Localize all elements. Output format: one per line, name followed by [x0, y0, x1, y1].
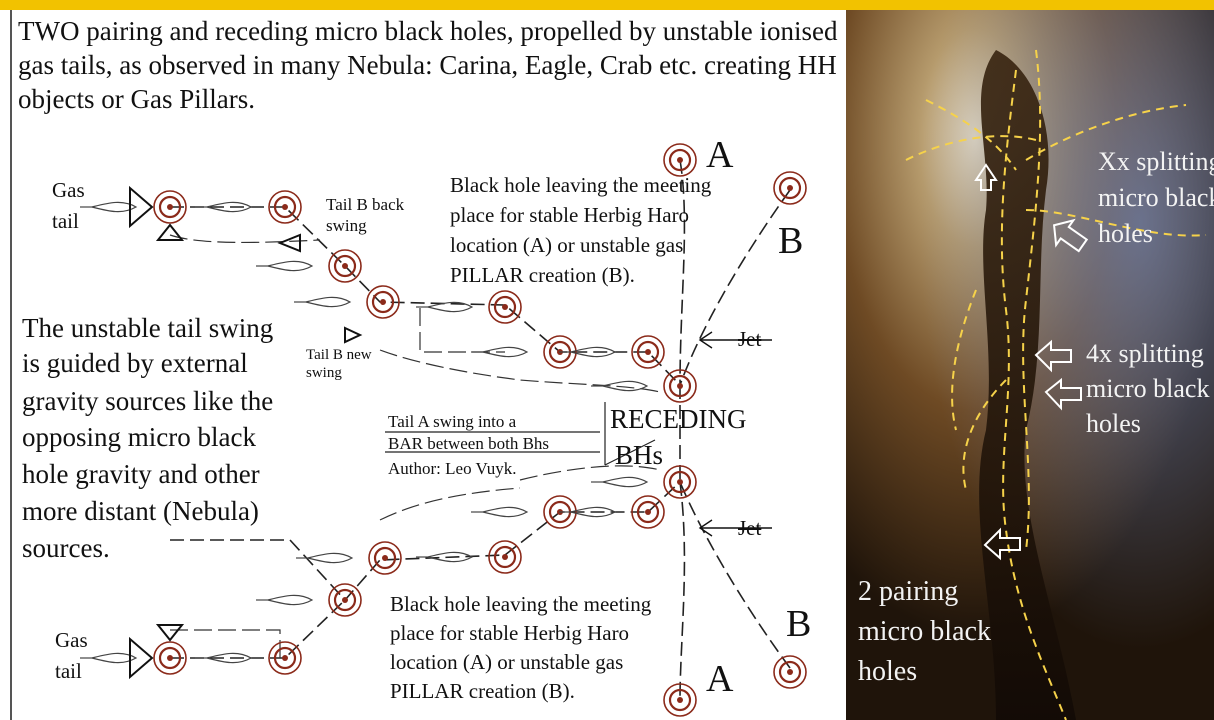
gas-tail-top-label: Gas: [52, 178, 85, 202]
black-hole: [367, 540, 403, 576]
note-top-line: PILLAR creation (B).: [450, 263, 635, 287]
photo-label-pairing: holes: [858, 656, 918, 687]
note-bottom-line: location (A) or unstable gas: [390, 650, 624, 674]
receding-label: RECEDING: [610, 404, 747, 434]
note-left-line: sources.: [22, 533, 110, 563]
photo-label-xx: micro black: [1098, 183, 1214, 212]
jet-arrows: [698, 331, 772, 537]
jet-label: Jet: [738, 327, 762, 351]
note-left-line: opposing micro black: [22, 422, 256, 452]
photo-label-pairing: micro black: [858, 616, 991, 647]
letter-b-bottom: B: [786, 603, 812, 645]
note-left-line: hole gravity and other: [22, 459, 260, 489]
black-hole: [772, 170, 808, 206]
note-bottom-line: Black hole leaving the meeting: [390, 592, 652, 616]
note-top-line: Black hole leaving the meeting: [450, 173, 712, 197]
tail-b-back-label: swing: [326, 216, 367, 235]
note-bottom-line: PILLAR creation (B).: [390, 679, 575, 703]
black-hole: [487, 289, 523, 325]
gas-tail-top-label: tail: [52, 209, 79, 233]
diagram-panel: [12, 10, 844, 720]
tail-a-label: BAR between both Bhs: [388, 434, 550, 453]
tail-b-new-label: Tail B new: [306, 347, 372, 363]
note-left-line: more distant (Nebula): [22, 496, 259, 526]
photo-label-pairing: 2 pairing: [858, 576, 959, 607]
left-border: [0, 10, 12, 720]
note-top-line: place for stable Herbig Haro: [450, 203, 690, 227]
note-left-line: gravity sources like the: [22, 386, 274, 416]
gas-tail-markers: [129, 185, 363, 680]
author-label: Author: Leo Vuyk.: [388, 459, 517, 478]
tail-a-label: Tail A swing into a: [388, 412, 517, 431]
photo-label-4x: micro black: [1086, 374, 1210, 403]
diagram-svg: [79, 142, 808, 718]
note-bottom-line: place for stable Herbig Haro: [390, 621, 630, 645]
black-hole: [327, 582, 363, 618]
note-left-line: The unstable tail swing: [22, 313, 274, 343]
diagram-title: TWO pairing and receding micro black hol…: [18, 16, 838, 114]
nebula-photo-art: [846, 10, 1214, 720]
jet-label: Jet: [738, 516, 762, 540]
black-hole: [487, 539, 523, 575]
gas-tail-bottom-label: Gas: [55, 628, 88, 652]
photo-label-xx: holes: [1098, 219, 1153, 248]
tail-b-new-label: swing: [306, 365, 342, 381]
black-hole: [327, 248, 363, 284]
photo-label-4x: holes: [1086, 409, 1141, 438]
gas-tail-bottom-label: tail: [55, 659, 82, 683]
top-accent-bar: [0, 0, 1214, 10]
black-hole: [772, 654, 808, 690]
receding-label: BHs: [615, 440, 664, 470]
note-top-line: location (A) or unstable gas: [450, 233, 684, 257]
tail-b-back-label: Tail B back: [326, 195, 405, 214]
note-left-line: is guided by external: [22, 348, 248, 378]
letter-a-bottom: A: [706, 658, 734, 700]
photo-label-4x: 4x splitting: [1086, 339, 1204, 368]
letter-a-top: A: [706, 134, 734, 176]
photo-label-xx: Xx splitting: [1098, 147, 1214, 176]
letter-b-top: B: [778, 220, 804, 262]
receding-box: [385, 402, 656, 466]
nebula-photo: Xx splitting micro black holes 4x splitt…: [846, 10, 1214, 720]
